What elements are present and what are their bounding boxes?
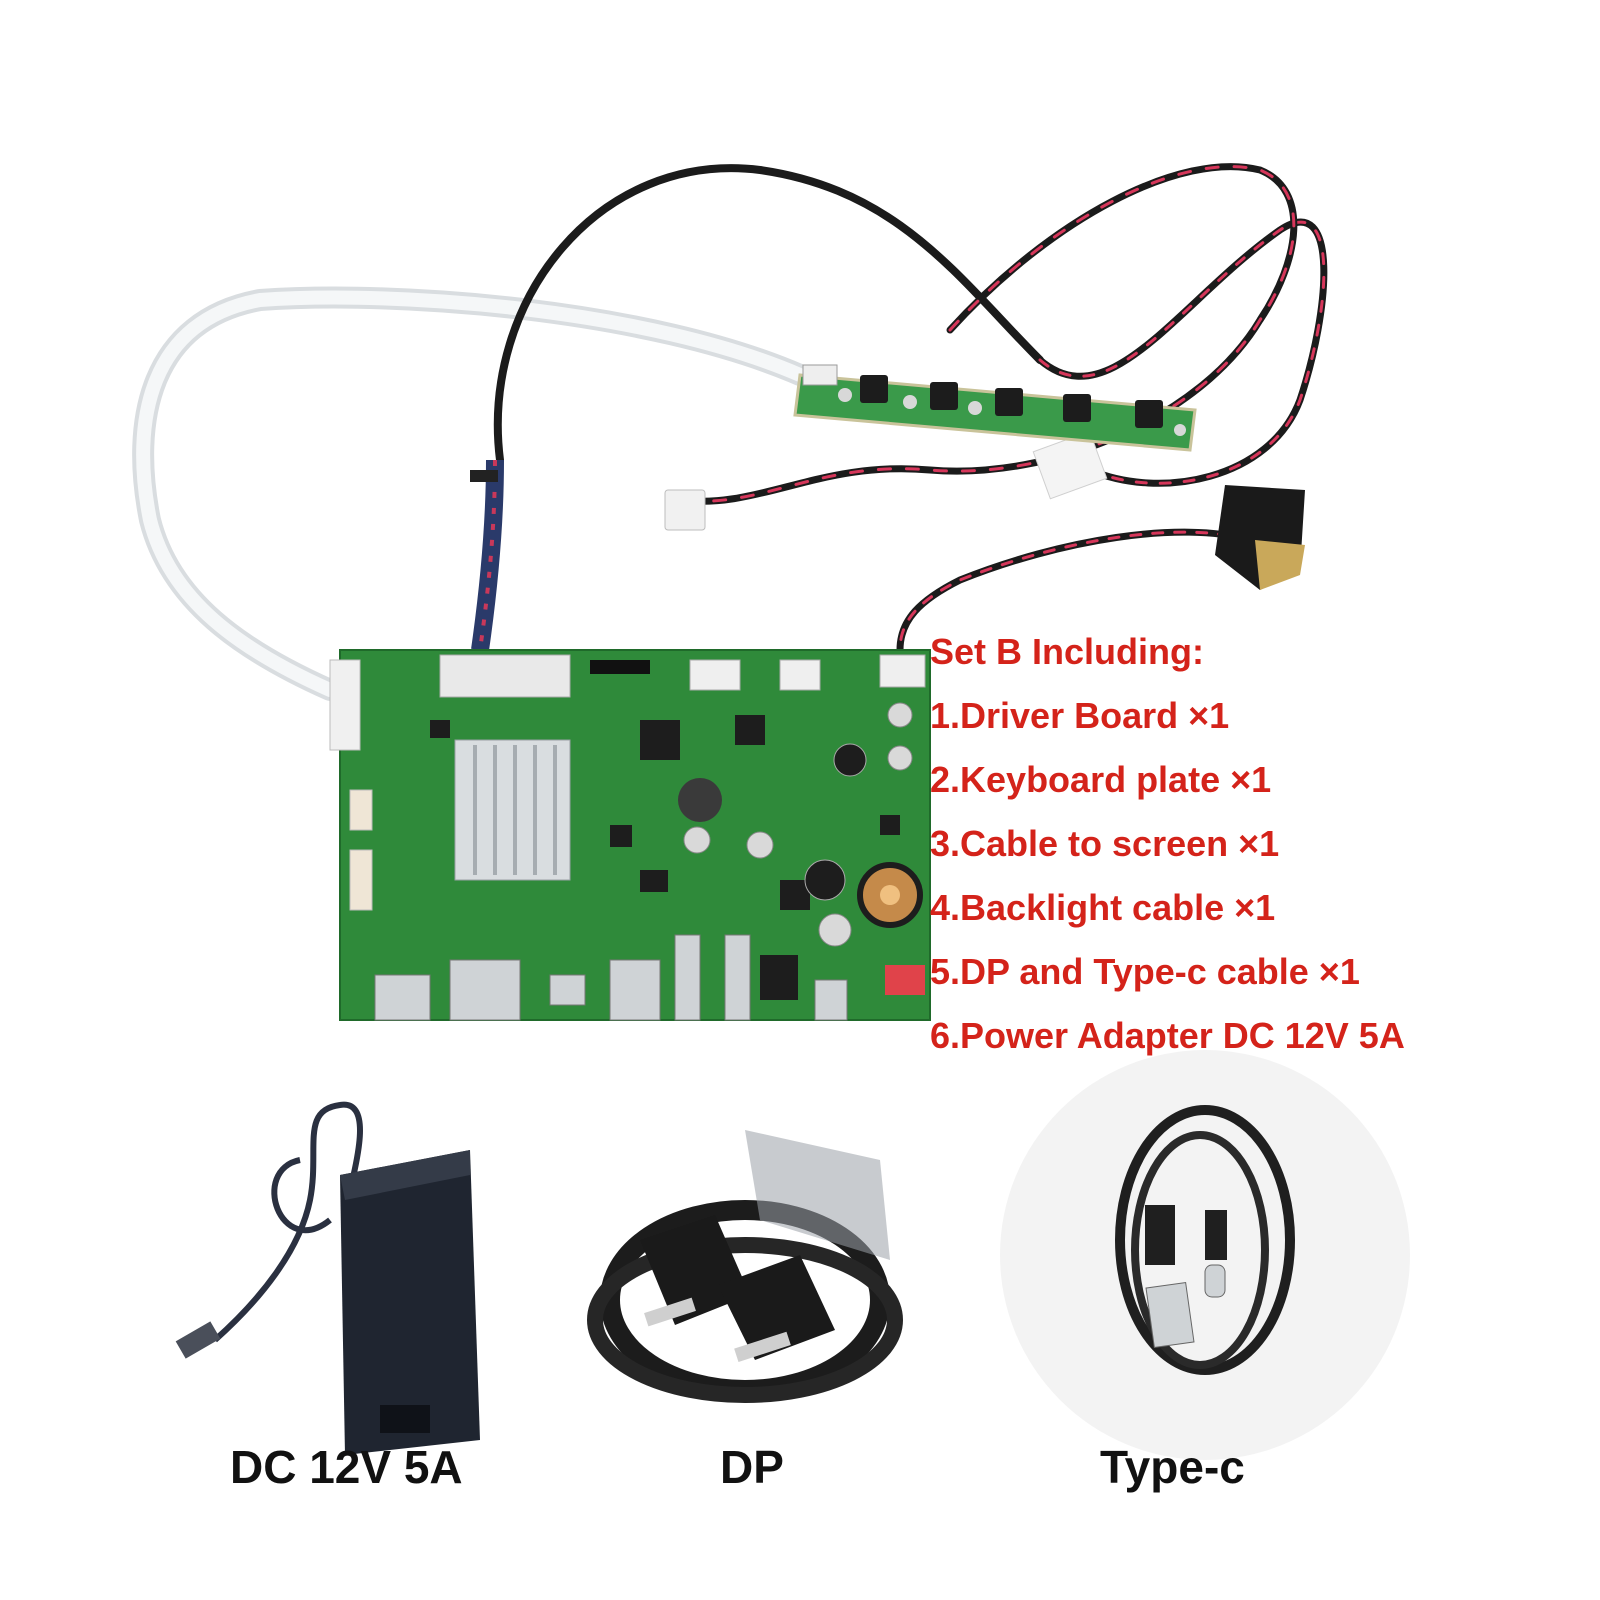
set-list-item-dp-typec-cable: 5.DP and Type-c cable ×1 [930, 951, 1360, 992]
heatsink [454, 739, 571, 881]
set-list-item-power-adapter: 6.Power Adapter DC 12V 5A [930, 1015, 1405, 1056]
set-contents-list: Set B Including: 1.Driver Board ×1 2.Key… [930, 620, 1590, 1068]
white-connector [664, 489, 706, 531]
driver-board [329, 649, 931, 1021]
dp-cable [587, 1130, 903, 1403]
typec-cable [1000, 1050, 1410, 1460]
caption-dp: DP [720, 1441, 784, 1493]
caption-adapter: DC 12V 5A [230, 1441, 463, 1493]
set-list-item-screen-cable: 3.Cable to screen ×1 [930, 823, 1280, 864]
keyboard-ribbon-cable [132, 286, 811, 701]
keyboard-plate [793, 364, 1197, 452]
screen-connector [1215, 485, 1305, 590]
power-adapter [175, 1101, 480, 1455]
io-ports [374, 934, 848, 1021]
set-list-item-backlight-cable: 4.Backlight cable ×1 [930, 887, 1276, 928]
set-list-item-keyboard-plate: 2.Keyboard plate ×1 [930, 759, 1272, 800]
set-list-heading: Set B Including: [930, 631, 1204, 672]
lvds-cable [470, 459, 504, 652]
caption-typec: Type-c [1100, 1441, 1245, 1493]
backlight-cables [493, 163, 1328, 654]
set-list-item-driver-board: 1.Driver Board ×1 [930, 695, 1230, 736]
white-tag [1032, 430, 1108, 500]
